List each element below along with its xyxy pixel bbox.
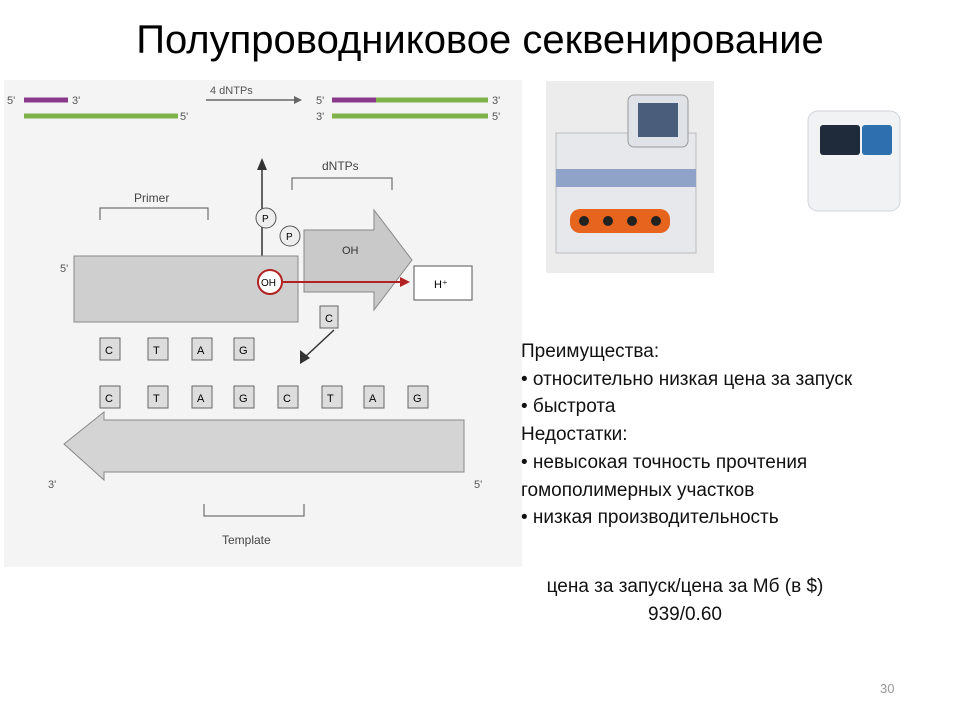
primer-5prime: 5' xyxy=(60,263,68,275)
template-base: G xyxy=(413,393,422,405)
primer-base: A xyxy=(197,345,205,357)
slide-title: Полупроводниковое секвенирование xyxy=(136,18,824,62)
reaction-label: 4 dNTPs xyxy=(210,85,253,97)
s5-screen xyxy=(862,125,892,155)
reaction-arrowhead xyxy=(294,96,302,104)
dntps-label: dNTPs xyxy=(322,159,359,173)
phosphate-label: P xyxy=(262,214,269,225)
product-3prime: 3' xyxy=(492,95,500,107)
proton-arrowhead xyxy=(400,277,410,287)
reagent-port xyxy=(651,216,661,226)
diagram-svg: 5' 3' 5' 4 dNTPs 5' 3' 3' 5' Primer dNTP… xyxy=(7,85,500,547)
incoming-nucleotide-arrow xyxy=(303,208,413,312)
product-5prime: 5' xyxy=(316,95,324,107)
disadvantages-heading: Недостатки: xyxy=(521,424,628,446)
reagent-port xyxy=(579,216,589,226)
machine-orange-panel xyxy=(570,209,670,233)
primer-label: Primer xyxy=(134,191,169,205)
machine-body xyxy=(555,132,697,254)
template-3prime: 3' xyxy=(48,479,56,491)
oh-label: OH xyxy=(261,278,276,289)
template-bases: C T A G C T A G xyxy=(99,385,429,409)
template-label: Template xyxy=(222,533,271,547)
sequencer-machine-image xyxy=(546,81,714,273)
reagent-port xyxy=(603,216,613,226)
machine-stripe xyxy=(556,169,696,187)
ion-s5-svg xyxy=(807,110,901,212)
s5-panel xyxy=(820,125,860,155)
strand-3prime-top: 3' xyxy=(72,95,80,107)
reagent-port xyxy=(627,216,637,226)
template-base: A xyxy=(197,393,205,405)
price-block: цена за запуск/цена за Мб (в $) 939/0.60 xyxy=(500,573,870,629)
incorporation-arrowhead xyxy=(300,350,310,364)
proton-box xyxy=(413,265,473,301)
template-backbone xyxy=(63,410,465,482)
template-base: G xyxy=(239,393,248,405)
template-base: T xyxy=(327,393,334,405)
advantage-item: • быстрота xyxy=(521,396,616,418)
primer-base: T xyxy=(153,345,160,357)
primer-base: C xyxy=(105,345,113,357)
machine-screen xyxy=(638,103,678,137)
pros-cons-text: Преимущества: • относительно низкая цена… xyxy=(521,338,951,532)
strand-5prime-top: 5' xyxy=(7,95,15,107)
strand-5prime-template: 5' xyxy=(180,111,188,123)
sequencing-diagram: 5' 3' 5' 4 dNTPs 5' 3' 3' 5' Primer dNTP… xyxy=(4,80,522,567)
primer-bases: C T A G xyxy=(99,337,255,361)
oh-label-nucleotide: OH xyxy=(342,245,359,257)
template-base: A xyxy=(369,393,377,405)
product-5prime-b: 5' xyxy=(492,111,500,123)
benchtop-sequencer-image xyxy=(782,97,922,227)
product-3prime-b: 3' xyxy=(316,111,324,123)
disadvantage-item-cont: гомополимерных участков xyxy=(521,479,755,501)
phosphate-label: P xyxy=(286,232,293,243)
template-base: C xyxy=(283,393,291,405)
price-label: цена за запуск/цена за Мб (в $) xyxy=(546,576,824,597)
dntps-bracket xyxy=(291,177,393,190)
disadvantage-item: • низкая производительность xyxy=(521,507,779,529)
template-base: C xyxy=(105,393,113,405)
phosphate-circle xyxy=(255,207,277,229)
proton-label: H⁺ xyxy=(434,279,448,291)
incoming-base-box xyxy=(319,305,339,329)
advantages-heading: Преимущества: xyxy=(521,341,660,362)
price-value: 939/0.60 xyxy=(648,604,722,625)
template-bracket xyxy=(203,504,305,517)
advantage-item: • относительно низкая цена за запуск xyxy=(521,368,853,390)
primer-base: G xyxy=(239,345,248,357)
pyrophosphate-arrowhead xyxy=(257,158,267,170)
template-base: T xyxy=(153,393,160,405)
incorporation-arrow xyxy=(303,329,335,359)
disadvantage-item: • невысокая точность прочтения xyxy=(521,451,808,473)
ion-pgm-svg xyxy=(555,94,697,254)
template-5prime: 5' xyxy=(474,479,482,491)
page-number: 30 xyxy=(880,681,895,696)
incoming-base: C xyxy=(325,313,333,325)
primer-bracket xyxy=(99,207,209,220)
phosphate-circle xyxy=(279,225,301,247)
